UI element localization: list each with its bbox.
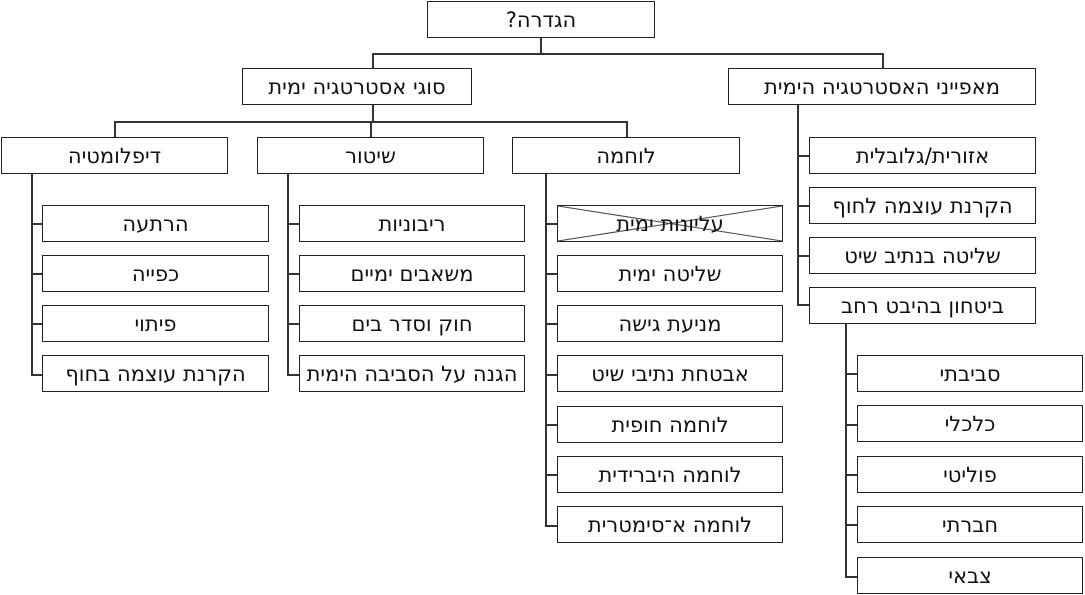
warfare-item: לוחמה חופית bbox=[557, 406, 783, 443]
characteristic-item: אזורית/גלובלית bbox=[809, 137, 1036, 174]
connector-tick bbox=[545, 474, 557, 476]
connector-tick bbox=[287, 323, 299, 325]
root-node: הגדרה? bbox=[427, 1, 655, 38]
diplomacy-node: דיפלומטיה bbox=[1, 137, 228, 174]
diplomacy-item-label: פיתוי bbox=[134, 311, 177, 336]
warfare-item-label: לוחמה חופית bbox=[611, 412, 729, 437]
policing-item: משאבים ימיים bbox=[299, 255, 525, 292]
characteristic-item: הקרנת עוצמה לחוף bbox=[809, 187, 1036, 224]
connector-broad-security-spine bbox=[845, 324, 847, 577]
connector-tick bbox=[545, 374, 557, 376]
connector-tick bbox=[845, 576, 857, 578]
security-aspect-item: כלכלי bbox=[857, 405, 1083, 442]
connector-tick bbox=[845, 474, 857, 476]
connector-level1-horizontal bbox=[372, 53, 883, 55]
warfare-item-label: לוחמה א־סימטרית bbox=[587, 512, 753, 537]
characteristic-item-label: שליטה בנתיב שיט bbox=[844, 243, 1001, 268]
connector-types-down bbox=[372, 105, 374, 122]
policing-item-label: ריבוניות bbox=[378, 211, 446, 236]
warfare-item-crossed: עליונות ימית bbox=[557, 205, 783, 242]
connector-tick bbox=[845, 424, 857, 426]
connector-tick bbox=[845, 524, 857, 526]
connector-root-down bbox=[540, 38, 542, 54]
policing-node-label: שיטור bbox=[345, 143, 396, 168]
diplomacy-item: כפייה bbox=[42, 255, 269, 292]
connector-tick bbox=[287, 223, 299, 225]
diplomacy-item-label: הקרנת עוצמה בחוף bbox=[65, 361, 246, 386]
characteristics-node: מאפייני האסטרטגיה הימית bbox=[728, 68, 1036, 105]
root-node-label: הגדרה? bbox=[505, 7, 577, 32]
policing-node: שיטור bbox=[257, 137, 484, 174]
connector-tick bbox=[797, 155, 809, 157]
warfare-item-label: אבטחת נתיבי שיט bbox=[591, 361, 749, 386]
diplomacy-item-label: הרתעה bbox=[122, 211, 189, 236]
diplomacy-item-label: כפייה bbox=[131, 261, 180, 286]
warfare-item-label: לוחמה היברידית bbox=[598, 462, 742, 487]
connector-warfare-up bbox=[626, 121, 628, 137]
warfare-item: שליטה ימית bbox=[557, 255, 783, 292]
connector-policing-spine bbox=[287, 174, 289, 375]
security-aspect-label: פוליטי bbox=[943, 462, 997, 487]
connector-policing-up bbox=[370, 121, 372, 137]
characteristic-item-label: הקרנת עוצמה לחוף bbox=[832, 193, 1013, 218]
types-node-label: סוגי אסטרטגיה ימית bbox=[268, 74, 446, 99]
security-aspect-label: חברתי bbox=[941, 512, 999, 537]
connector-tick bbox=[545, 273, 557, 275]
security-aspect-label: כלכלי bbox=[944, 411, 996, 436]
cross-out-icon bbox=[558, 206, 782, 241]
characteristic-item: שליטה בנתיב שיט bbox=[809, 237, 1036, 274]
warfare-item-label: עליונות ימית bbox=[616, 211, 724, 236]
connector-tick bbox=[797, 255, 809, 257]
policing-item-label: משאבים ימיים bbox=[350, 261, 474, 286]
characteristics-node-label: מאפייני האסטרטגיה הימית bbox=[764, 74, 1000, 99]
policing-item: חוק וסדר בים bbox=[299, 305, 525, 342]
warfare-item: מניעת גישה bbox=[557, 305, 783, 342]
connector-tick bbox=[31, 323, 43, 325]
warfare-item-label: שליטה ימית bbox=[618, 261, 722, 286]
connector-tick bbox=[545, 323, 557, 325]
connector-tick bbox=[797, 304, 809, 306]
security-aspect-item: חברתי bbox=[857, 506, 1083, 543]
connector-tick bbox=[545, 525, 557, 527]
security-aspect-item: צבאי bbox=[857, 557, 1083, 594]
connector-tick bbox=[31, 273, 43, 275]
connector-characteristics-up bbox=[882, 53, 884, 68]
connector-warfare-spine bbox=[545, 174, 547, 526]
policing-item-label: הגנה על הסביבה הימית bbox=[306, 361, 518, 386]
characteristic-item-label: אזורית/גלובלית bbox=[855, 143, 990, 168]
warfare-item: אבטחת נתיבי שיט bbox=[557, 355, 783, 392]
policing-item: הגנה על הסביבה הימית bbox=[299, 355, 525, 392]
characteristic-item-label: ביטחון בהיבט רחב bbox=[841, 293, 1004, 318]
connector-diplomacy-spine bbox=[31, 174, 33, 375]
connector-types-up bbox=[372, 53, 374, 68]
connector-tick bbox=[797, 205, 809, 207]
warfare-item: לוחמה היברידית bbox=[557, 456, 783, 493]
connector-tick bbox=[545, 424, 557, 426]
security-aspect-item: פוליטי bbox=[857, 456, 1083, 493]
connector-tick bbox=[31, 223, 43, 225]
warfare-node-label: לוחמה bbox=[596, 143, 656, 168]
warfare-node: לוחמה bbox=[512, 137, 740, 174]
connector-tick bbox=[287, 273, 299, 275]
security-aspect-item: סביבתי bbox=[857, 355, 1083, 392]
security-aspect-label: סביבתי bbox=[939, 361, 1001, 386]
policing-item: ריבוניות bbox=[299, 205, 525, 242]
diplomacy-item: הרתעה bbox=[42, 205, 269, 242]
connector-tick bbox=[845, 373, 857, 375]
characteristic-item: ביטחון בהיבט רחב bbox=[809, 287, 1036, 324]
connector-tick bbox=[545, 223, 557, 225]
security-aspect-label: צבאי bbox=[948, 563, 992, 588]
types-node: סוגי אסטרטגיה ימית bbox=[242, 68, 472, 105]
warfare-item-label: מניעת גישה bbox=[618, 311, 722, 336]
connector-tick bbox=[31, 374, 43, 376]
warfare-item: לוחמה א־סימטרית bbox=[557, 506, 783, 543]
diplomacy-item: פיתוי bbox=[42, 305, 269, 342]
connector-tick bbox=[287, 374, 299, 376]
connector-diplomacy-up bbox=[114, 121, 116, 137]
diplomacy-item: הקרנת עוצמה בחוף bbox=[42, 355, 269, 392]
policing-item-label: חוק וסדר בים bbox=[351, 311, 473, 336]
diplomacy-node-label: דיפלומטיה bbox=[67, 143, 162, 168]
